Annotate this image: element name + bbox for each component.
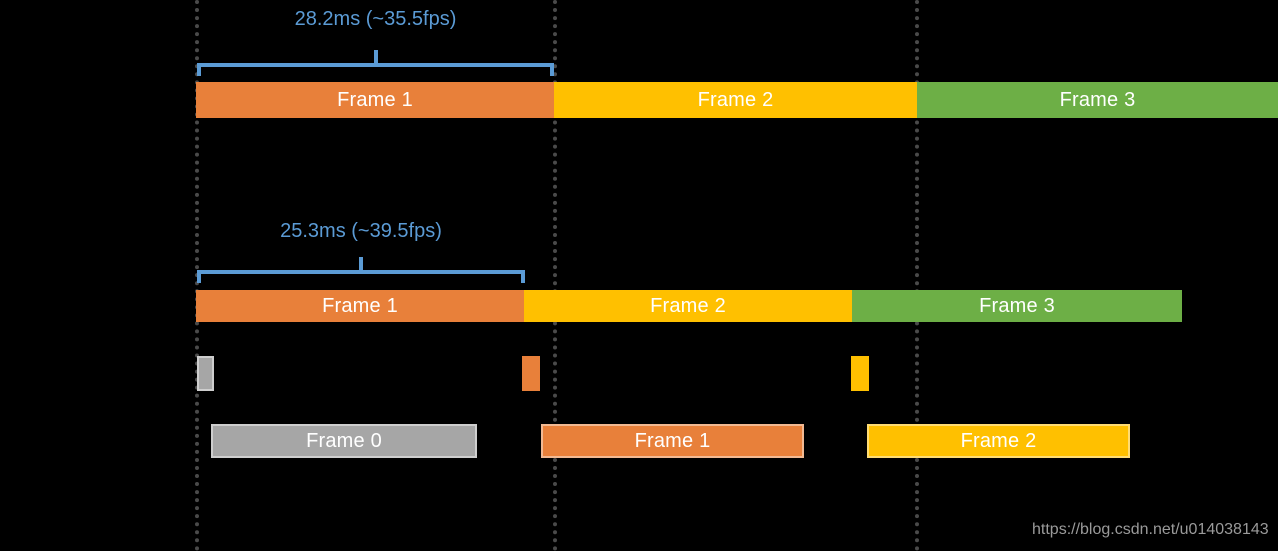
frame-bar-2[interactable]: Frame 2 (554, 82, 917, 118)
frame-bar-3[interactable]: Frame 3 (852, 290, 1182, 322)
frame-bar-1[interactable]: Frame 1 (196, 290, 524, 322)
measure-top-label: 28.2ms (~35.5fps) (294, 8, 457, 30)
buffer-block-orange[interactable] (522, 356, 540, 391)
frame-bar-label: Frame 0 (306, 429, 382, 452)
frame-bar-0[interactable]: Frame 0 (211, 424, 477, 458)
frame-bar-2[interactable]: Frame 2 (524, 290, 852, 322)
measure-top-bracket (197, 50, 554, 76)
bracket-cap-left (197, 270, 201, 283)
frame-bar-label: Frame 2 (697, 88, 774, 111)
measure-middle-bracket (197, 257, 525, 283)
buffer-block-gray[interactable] (197, 356, 214, 391)
frame-bar-label: Frame 3 (979, 294, 1055, 317)
bracket-cap-right (550, 63, 554, 76)
bracket-stem (359, 257, 363, 271)
bracket-cap-right (521, 270, 525, 283)
guide-line-3 (915, 0, 919, 551)
frame-bar-label: Frame 2 (960, 429, 1037, 452)
frame-bar-1[interactable]: Frame 1 (541, 424, 804, 458)
frame-bar-label: Frame 1 (337, 88, 413, 111)
frame-bar-2[interactable]: Frame 2 (867, 424, 1130, 458)
frame-bar-label: Frame 1 (634, 429, 711, 452)
frame-bar-3[interactable]: Frame 3 (917, 82, 1278, 118)
frame-bar-label: Frame 1 (322, 294, 398, 317)
bracket-line (197, 270, 525, 274)
bracket-line (197, 63, 554, 67)
frame-bar-label: Frame 2 (650, 294, 726, 317)
watermark-text: https://blog.csdn.net/u014038143 (1032, 521, 1269, 538)
measure-middle-label: 25.3ms (~39.5fps) (280, 220, 442, 242)
frame-bar-1[interactable]: Frame 1 (196, 82, 554, 118)
buffer-block-yellow[interactable] (851, 356, 869, 391)
bracket-cap-left (197, 63, 201, 76)
guide-line-2 (553, 0, 557, 551)
frame-bar-label: Frame 3 (1059, 88, 1136, 111)
bracket-stem (373, 50, 378, 64)
